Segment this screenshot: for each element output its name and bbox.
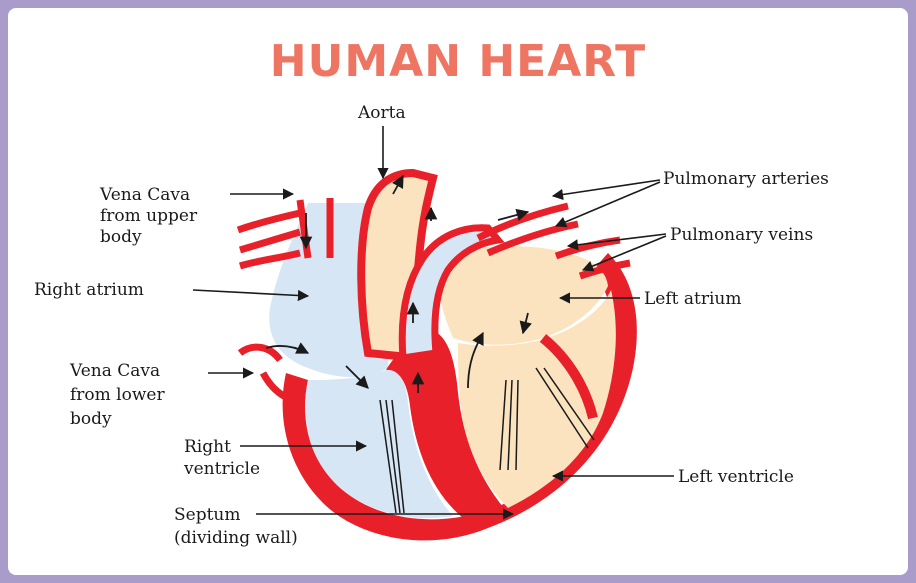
label-pulmonary-arteries: Pulmonary arteries <box>663 169 829 189</box>
upper-vena-cava-branches <box>238 213 300 266</box>
heart-diagram: Aorta Pulmonary arteries Pulmonary veins… <box>8 8 908 575</box>
label-right-atrium: Right atrium <box>34 280 144 300</box>
leader-pulmonary-arteries-2 <box>556 182 660 226</box>
pulmonary-artery-branches <box>478 206 578 253</box>
label-vena-cava-lower-line1: Vena Cava <box>69 361 160 381</box>
label-vena-cava-upper-line1: Vena Cava <box>99 185 190 205</box>
label-vena-cava-upper-line3: body <box>100 227 142 247</box>
label-aorta: Aorta <box>357 103 406 123</box>
heart-illustration <box>238 173 637 540</box>
label-septum-line2: (dividing wall) <box>174 528 298 548</box>
label-pulmonary-veins: Pulmonary veins <box>670 225 813 245</box>
diagram-frame: HUMAN HEART <box>8 8 908 575</box>
label-vena-cava-lower-line2: from lower <box>70 385 165 405</box>
label-left-ventricle: Left ventricle <box>678 467 794 487</box>
label-right-ventricle-line1: Right <box>184 437 231 457</box>
label-vena-cava-lower-line3: body <box>70 409 112 429</box>
label-septum-line1: Septum <box>174 505 241 525</box>
label-right-ventricle-line2: ventricle <box>183 459 260 479</box>
label-vena-cava-upper-line2: from upper <box>100 206 198 226</box>
label-left-atrium: Left atrium <box>644 289 741 309</box>
leader-pulmonary-veins-1 <box>568 234 666 246</box>
